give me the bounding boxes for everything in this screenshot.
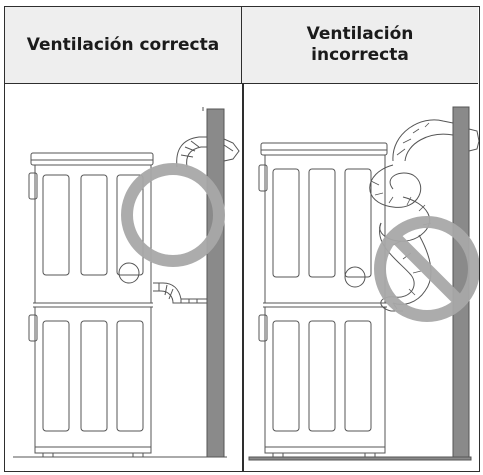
correct-venting-illustration — [13, 107, 240, 458]
circle-icon — [121, 163, 225, 267]
header-correct: Ventilación correcta — [5, 7, 242, 84]
ventilation-table: Ventilación correcta Ventilación incorre… — [4, 6, 480, 472]
washer-body — [34, 306, 152, 454]
cell-correct-illustration — [5, 85, 241, 471]
wall — [206, 108, 225, 458]
dryer-body — [264, 154, 386, 304]
vent-duct-looped — [369, 119, 454, 312]
dryer-top-panel — [260, 142, 388, 156]
header-incorrect: Ventilación incorrecta — [242, 7, 478, 84]
washer-body — [264, 306, 386, 454]
vent-duct-bottom — [153, 282, 207, 300]
incorrect-venting-illustration — [248, 106, 479, 461]
exterior-vent-hood — [223, 138, 240, 162]
prohibited-icon — [374, 216, 479, 322]
cell-incorrect-illustration — [243, 85, 479, 471]
exterior-vent-hood — [468, 128, 479, 152]
column-divider — [242, 83, 244, 471]
vent-duct-top — [176, 136, 207, 168]
header-correct-label: Ventilación correcta — [26, 34, 220, 55]
dryer-top-panel — [30, 152, 154, 166]
header-incorrect-label: Ventilación incorrecta — [306, 24, 414, 65]
